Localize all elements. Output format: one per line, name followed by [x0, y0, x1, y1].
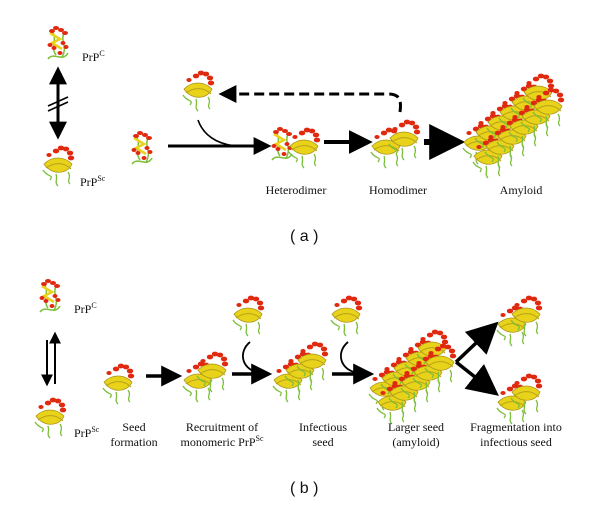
seed-formation-label: Seed formation	[110, 420, 158, 449]
fragmentation-arrows	[454, 321, 499, 396]
recruit-curve-2	[340, 341, 355, 373]
homodimer-label: Homodimer	[369, 183, 427, 197]
panel-b-tag: ( b )	[290, 480, 319, 497]
joining-curve	[197, 119, 241, 147]
infectious-seed-label: Infectious seed	[299, 420, 347, 449]
fragment-bottom	[496, 372, 543, 425]
blocked-equilibrium-arrow-a	[47, 66, 69, 140]
prpc-label-a: PrPC	[82, 49, 105, 65]
prpsc-label-b: PrPSc	[74, 425, 100, 441]
fragment-top	[496, 294, 543, 347]
panel-b	[34, 277, 543, 439]
recruitment-molecule	[182, 350, 229, 403]
recruited-monomer-1	[232, 294, 265, 337]
panel-a-tag: ( a )	[290, 228, 319, 245]
infectious-seed-molecule	[272, 340, 329, 403]
recruit-curve-1	[242, 341, 257, 373]
amyloid-label: Amyloid	[499, 183, 543, 197]
equilibrium-arrows-b	[41, 331, 61, 387]
panel-a	[42, 24, 565, 187]
prpsc-monomer-a	[182, 69, 215, 112]
seed-molecule	[102, 362, 135, 405]
larger-seed-label: Larger seed (amyloid)	[387, 420, 445, 449]
recycle-dashed-arrow	[218, 85, 402, 113]
prpc-monomer-a	[130, 129, 154, 166]
amyloid-fibril	[462, 72, 565, 179]
prpc-molecule-b	[38, 277, 62, 314]
recruitment-label: Recruitment of monomeric PrPSc	[180, 420, 264, 449]
prpsc-molecule-a	[42, 144, 75, 187]
heterodimer-molecule	[270, 125, 321, 169]
prpc-molecule-a	[46, 24, 70, 61]
prpsc-molecule-b	[34, 396, 67, 439]
fragmentation-label: Fragmentation into infectious seed	[470, 420, 562, 449]
heterodimer-label: Heterodimer	[265, 183, 327, 197]
prpsc-label-a: PrPSc	[80, 174, 106, 190]
homodimer-molecule	[370, 118, 421, 169]
larger-seed-molecule	[368, 328, 457, 425]
prpc-label-b: PrPC	[74, 301, 97, 317]
recruited-monomer-2	[330, 294, 363, 337]
